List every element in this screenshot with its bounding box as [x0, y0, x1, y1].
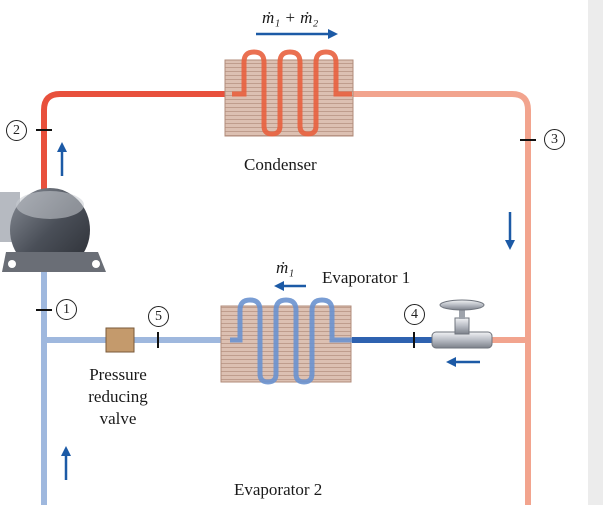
- condenser-label: Condenser: [244, 155, 317, 174]
- state-marker-3: 3: [544, 129, 565, 150]
- state-marker-2: 2: [6, 120, 27, 141]
- state-marker-1: 1: [56, 299, 77, 320]
- flow-label-total: ṁ₁ + ṁ₂: [262, 8, 319, 27]
- flow-label-evaporator1: ṁ₁: [276, 258, 295, 277]
- page-edge-strip: [588, 0, 603, 505]
- compressor: [0, 188, 106, 272]
- evaporator2-label: Evaporator 2: [234, 480, 323, 499]
- condenser-outlet-pipe: [352, 91, 531, 505]
- expansion-valve: [431, 299, 493, 349]
- flow-arrows: [57, 29, 515, 480]
- evaporator1-label: Evaporator 1: [322, 268, 411, 287]
- valve-label-line2: reducing: [88, 387, 148, 406]
- valve-label-line3: valve: [99, 409, 137, 428]
- condenser-coil: [224, 49, 354, 137]
- state-marker-4: 4: [404, 304, 425, 325]
- state-marker-5: 5: [148, 306, 169, 327]
- pressure-reducing-valve: [105, 327, 135, 353]
- valve-label-line1: Pressure: [89, 365, 147, 384]
- pressure-reducing-valve-label: Pressure reducing valve: [66, 364, 170, 430]
- discharge-pipe: [41, 91, 232, 200]
- evaporator1-coil: [220, 297, 352, 385]
